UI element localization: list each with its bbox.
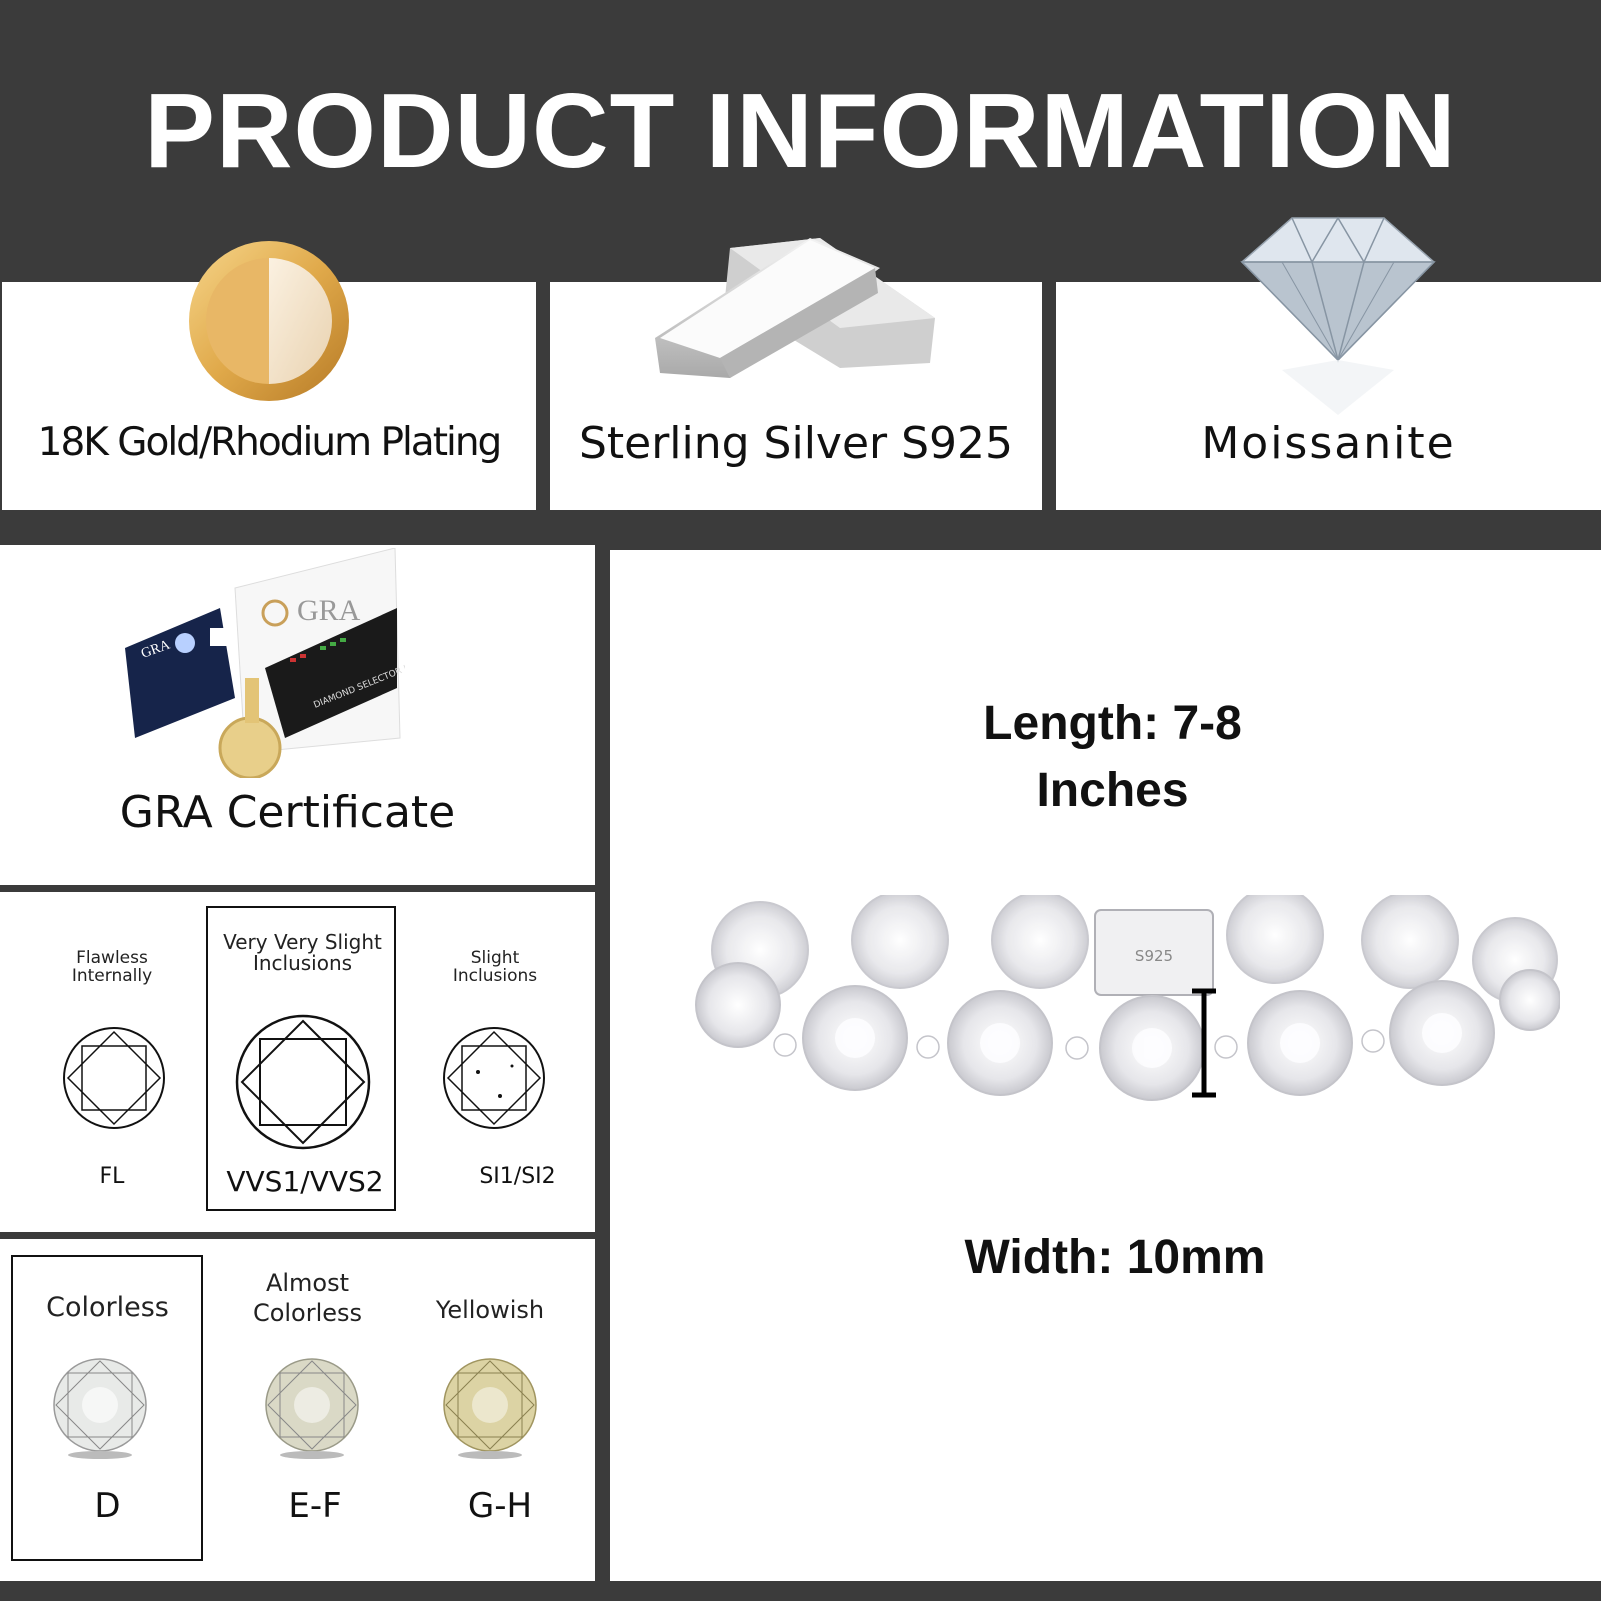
- color-gem-ef-icon: [265, 1358, 359, 1459]
- bracelet-image: S925: [695, 895, 1560, 1101]
- clarity-name-si: Slight Inclusions: [452, 948, 538, 986]
- color-gem-gh-icon: [443, 1358, 537, 1459]
- color-name-d: Colorless: [46, 1292, 169, 1323]
- clasp: [1094, 909, 1214, 996]
- length-label: Length: 7-8 Inches: [983, 697, 1242, 818]
- color-name-gh: Yellowish: [435, 1296, 545, 1324]
- clarity-panel: [0, 892, 595, 1232]
- width-marker: [1192, 988, 1216, 1098]
- clasp-mark: S925: [1135, 947, 1173, 965]
- width-label: Width: 10mm: [964, 1231, 1266, 1284]
- feature-label-moissanite: Moissanite: [1201, 418, 1456, 469]
- clarity-name-vvs: Very Very Slight Inclusions: [223, 930, 382, 975]
- clarity-diagram-fl-icon: [63, 1027, 165, 1129]
- clarity-grade-si: SI1/SI2: [479, 1164, 556, 1189]
- page-title: PRODUCT INFORMATION: [144, 72, 1457, 190]
- clarity-grade-fl: FL: [99, 1164, 125, 1189]
- color-gem-d-icon: [53, 1358, 147, 1459]
- clarity-diagram-si-icon: [443, 1027, 545, 1129]
- certificate-card-text: GRA: [297, 594, 361, 627]
- clarity-selected-box: [206, 906, 396, 1211]
- feature-label-plating: 18K Gold/Rhodium Plating: [37, 420, 503, 465]
- clarity-name-fl: Flawless Internally: [71, 948, 153, 986]
- certificate-label: GRA Certificate: [119, 787, 456, 838]
- gra-certificate-icon: GRA DIAMOND SELECTOR II GRA: [125, 548, 405, 778]
- clarity-grade-vvs: VVS1/VVS2: [226, 1165, 384, 1198]
- color-grade-d: D: [94, 1486, 121, 1526]
- silver-bars-icon: [655, 238, 935, 378]
- plating-coin-icon: [189, 241, 349, 401]
- color-selected-box: [11, 1255, 203, 1561]
- color-grade-ef: E-F: [288, 1486, 342, 1526]
- feature-label-silver: Sterling Silver S925: [578, 418, 1014, 469]
- color-name-ef: Almost Colorless: [252, 1269, 363, 1327]
- clarity-diagram-vvs-icon: [235, 1014, 371, 1150]
- color-grade-gh: G-H: [467, 1486, 533, 1526]
- moissanite-gem-icon: [1240, 216, 1436, 415]
